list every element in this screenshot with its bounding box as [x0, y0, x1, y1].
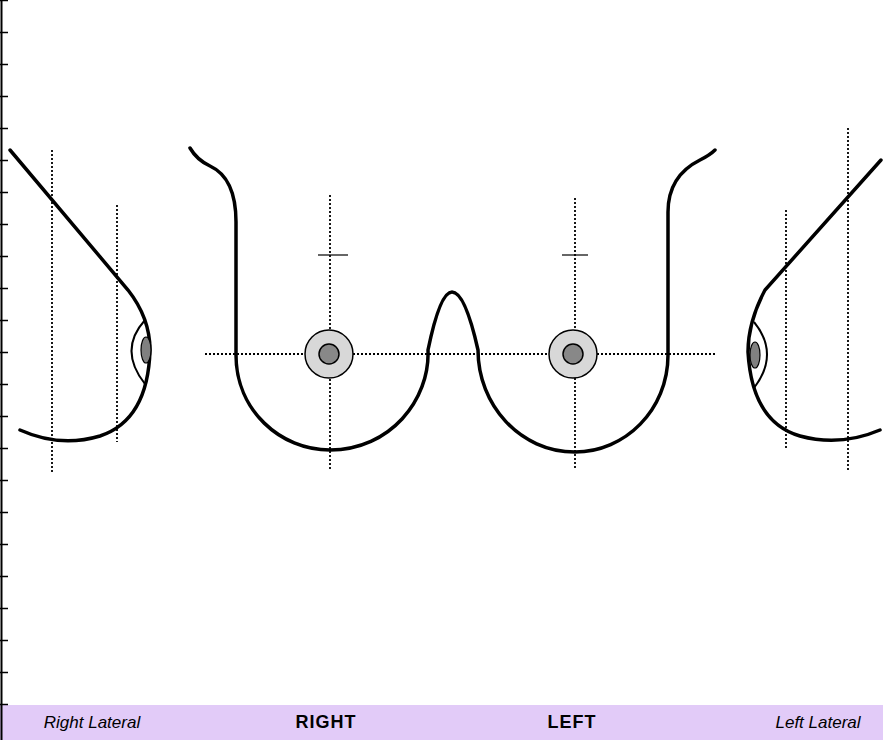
ruler-tick [0, 128, 8, 130]
side-label: RIGHT [296, 713, 357, 731]
ruler-tick [0, 352, 8, 354]
ruler-tick [0, 608, 8, 610]
ruler-tick [0, 640, 8, 642]
ruler-tick [0, 256, 8, 258]
ruler-tick [0, 704, 8, 706]
ruler-tick [0, 512, 8, 514]
view-label: Left Lateral [775, 714, 860, 731]
ruler-tick [0, 544, 8, 546]
ruler-tick [0, 224, 8, 226]
ruler-tick [0, 160, 8, 162]
body-outline [10, 148, 881, 452]
ruler-tick [0, 192, 8, 194]
ruler-tick [0, 96, 8, 98]
ruler-tick [0, 0, 8, 1]
ruler-tick [0, 32, 8, 34]
ruler-tick [0, 320, 8, 322]
ruler-tick [0, 672, 8, 674]
areolas [132, 320, 768, 388]
ruler-tick [0, 448, 8, 450]
side-label: LEFT [548, 713, 597, 731]
ruler-tick [0, 480, 8, 482]
ruler-line [1, 0, 3, 740]
label-bar [0, 705, 883, 740]
ruler-tick [0, 576, 8, 578]
marks [318, 254, 588, 255]
ruler-tick [0, 416, 8, 418]
ruler-tick [0, 384, 8, 386]
ruler-ticks [0, 1, 8, 705]
view-label: Right Lateral [44, 714, 140, 731]
ruler-tick [0, 64, 8, 66]
ruler-tick [0, 288, 8, 290]
guide-lines [52, 128, 848, 472]
